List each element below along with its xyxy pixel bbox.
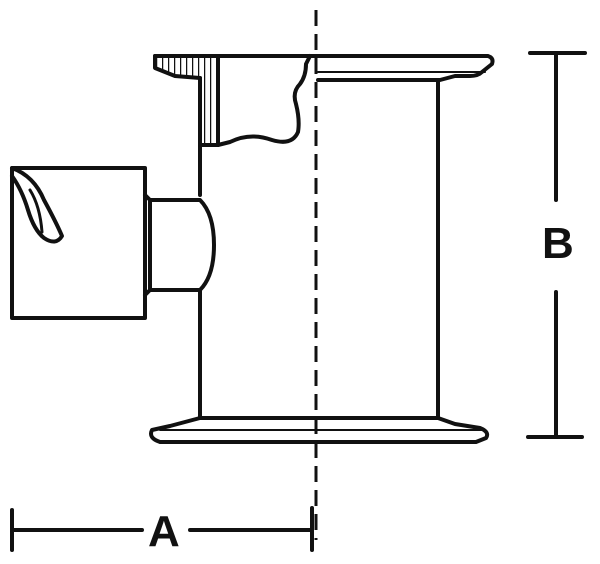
- dimension-b: [526, 51, 587, 439]
- side-branch-neck: [143, 193, 216, 297]
- dimension-label-a: A: [148, 507, 180, 556]
- dimension-a: [10, 506, 314, 552]
- flange-section-hatch: [153, 54, 220, 147]
- main-pipe-body: [198, 80, 440, 420]
- dimension-label-b: B: [542, 219, 574, 268]
- bottom-flange: [149, 416, 490, 444]
- side-branch-fitting: [10, 166, 147, 320]
